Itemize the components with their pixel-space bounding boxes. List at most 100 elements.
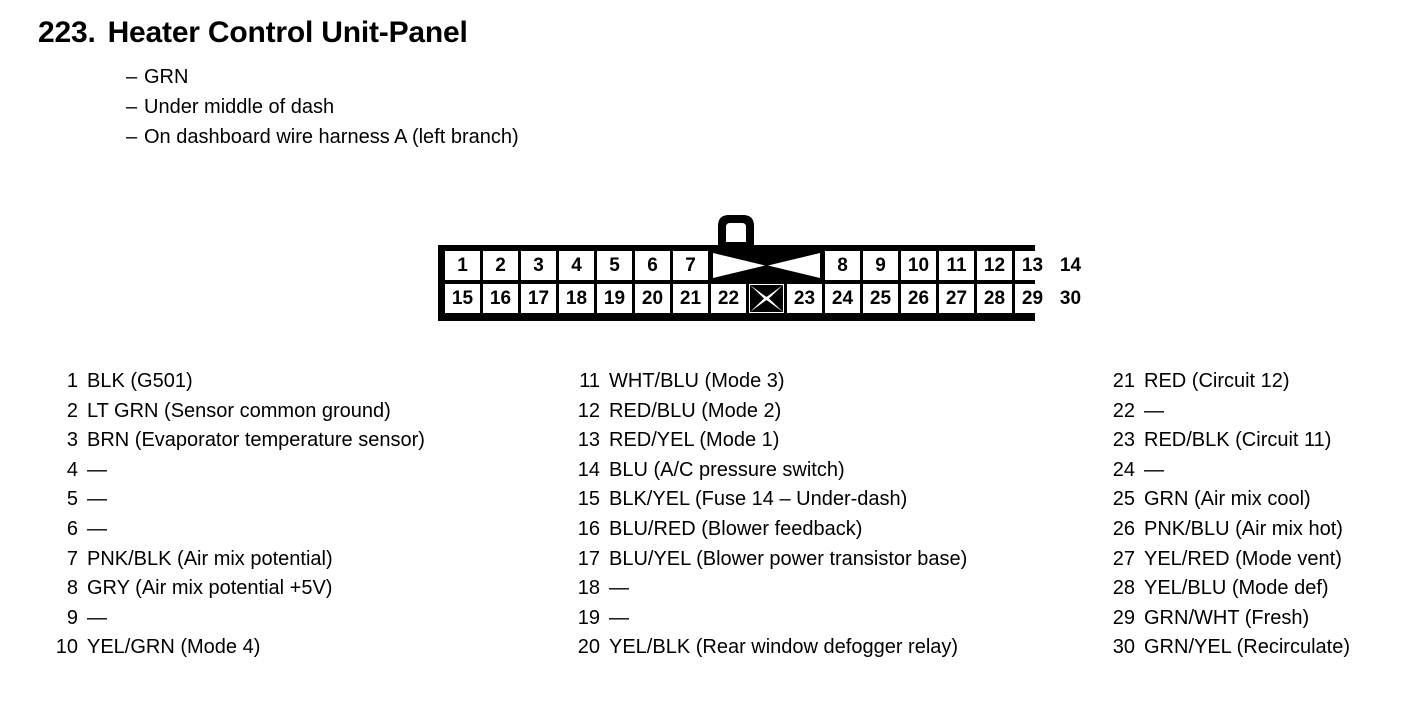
pin-list-item: 23 RED/BLK (Circuit 11) — [1105, 429, 1350, 459]
pin-list-item: 3 BRN (Evaporator temperature sensor) — [48, 429, 425, 459]
pin-list-item: 19 — — [570, 607, 967, 637]
connector-pin-9: 9 — [863, 251, 898, 280]
header-block: 223.Heater Control Unit-Panel –GRN –Unde… — [38, 14, 519, 152]
pin-list-item: 12 RED/BLU (Mode 2) — [570, 400, 967, 430]
pin-label: — — [609, 577, 629, 600]
connector-pin-7: 7 — [673, 251, 708, 280]
connector-pin-26: 26 — [901, 284, 936, 313]
pin-list-item: 6— — [48, 518, 425, 548]
connector-pin-13: 13 — [1015, 251, 1050, 280]
pin-label: RED/BLK (Circuit 11) — [1144, 429, 1332, 452]
connector-pin-22: 22 — [711, 284, 746, 313]
pin-number: 10 — [55, 636, 78, 659]
connector-pin-28: 28 — [977, 284, 1012, 313]
connector-pin-23: 23 — [787, 284, 822, 313]
connector-pin-25: 25 — [863, 284, 898, 313]
connector-pin-27: 27 — [939, 284, 974, 313]
connector-pin-10: 10 — [901, 251, 936, 280]
pin-label: BLK/YEL (Fuse 14 – Under-dash) — [609, 488, 908, 511]
pin-label: GRN/YEL (Recirculate) — [1144, 636, 1350, 659]
connector-pin-5: 5 — [597, 251, 632, 280]
pin-number: 11 — [579, 370, 600, 392]
pin-list-item: 27 YEL/RED (Mode vent) — [1105, 548, 1350, 578]
pin-number: 24 — [1112, 458, 1135, 481]
pin-number: 25 — [1112, 488, 1135, 511]
pin-number: 21 — [1112, 370, 1135, 392]
connector-pin-30: 30 — [1053, 284, 1088, 313]
subtitle-row: –GRN — [126, 62, 519, 92]
connector-pin-24: 24 — [825, 284, 860, 313]
pin-number: 28 — [1112, 577, 1135, 600]
connector-pin-15: 15 — [445, 284, 480, 313]
pin-number: 23 — [1112, 429, 1135, 452]
pin-label: YEL/BLU (Mode def) — [1144, 577, 1329, 600]
pin-number: 14 — [577, 458, 600, 481]
pin-label: YEL/BLK (Rear window defogger relay) — [609, 636, 959, 659]
pin-label: BLU/RED (Blower feedback) — [609, 517, 863, 540]
pin-number: 15 — [577, 488, 600, 511]
pin-list-item: 15 BLK/YEL (Fuse 14 – Under-dash) — [570, 488, 967, 518]
connector-pin-16: 16 — [483, 284, 518, 313]
pin-number: 27 — [1112, 547, 1135, 570]
pin-label: RED/BLU (Mode 2) — [609, 399, 782, 422]
pin-number: 7 — [66, 547, 78, 570]
pin-list-item: 20 YEL/BLK (Rear window defogger relay) — [570, 636, 967, 666]
pin-label: — — [609, 606, 629, 629]
pin-number: 20 — [577, 636, 600, 659]
pin-label: BLU/YEL (Blower power transistor base) — [609, 547, 968, 570]
connector-pin-6: 6 — [635, 251, 670, 280]
connector-pin-20: 20 — [635, 284, 670, 313]
pin-label: YEL/GRN (Mode 4) — [87, 636, 261, 659]
pin-label: BLU (A/C pressure switch) — [609, 458, 845, 481]
crossed-out-cavity-icon — [749, 284, 784, 313]
connector-pin-2: 2 — [483, 251, 518, 280]
pin-list-item: 24 — — [1105, 459, 1350, 489]
connector-pin-4: 4 — [559, 251, 594, 280]
pin-label: BLK (G501) — [87, 370, 193, 392]
pin-label: WHT/BLU (Mode 3) — [609, 370, 785, 392]
pin-list-item: 14 BLU (A/C pressure switch) — [570, 459, 967, 489]
crossed-out-cavity-icon — [711, 251, 822, 280]
pin-number: 3 — [66, 429, 78, 452]
dash-marker: – — [126, 66, 138, 88]
pin-number: 19 — [577, 606, 600, 629]
connector-pin-1: 1 — [445, 251, 480, 280]
pin-label: GRN (Air mix cool) — [1144, 488, 1311, 511]
pin-number: 13 — [577, 429, 600, 452]
pin-label: — — [87, 606, 107, 629]
pin-number: 18 — [577, 577, 600, 600]
pin-number: 30 — [1112, 636, 1135, 659]
connector-pin-29: 29 — [1015, 284, 1050, 313]
pin-number: 12 — [577, 399, 600, 422]
page-title-number: 223. — [38, 16, 96, 49]
connector-pin-3: 3 — [521, 251, 556, 280]
pin-list-item: 7 PNK/BLK (Air mix potential) — [48, 548, 425, 578]
pin-label: — — [87, 517, 107, 540]
dash-marker: – — [126, 126, 138, 148]
pin-label: — — [1144, 458, 1164, 481]
pin-label: BRN (Evaporator temperature sensor) — [87, 429, 425, 452]
pin-list-item: 4— — [48, 459, 425, 489]
dash-marker: – — [126, 96, 138, 118]
pin-number: 29 — [1112, 606, 1135, 629]
connector-pin-19: 19 — [597, 284, 632, 313]
pin-list-item: 10 YEL/GRN (Mode 4) — [48, 636, 425, 666]
pin-label: YEL/RED (Mode vent) — [1144, 547, 1342, 570]
pin-list-item: 28 YEL/BLU (Mode def) — [1105, 577, 1350, 607]
subtitle-text: GRN — [144, 66, 189, 88]
connector-pin-17: 17 — [521, 284, 556, 313]
connector-pin-12: 12 — [977, 251, 1012, 280]
subtitle-row: –On dashboard wire harness A (left branc… — [126, 122, 519, 152]
pin-list-item: 5— — [48, 488, 425, 518]
pin-label: PNK/BLK (Air mix potential) — [87, 547, 333, 570]
